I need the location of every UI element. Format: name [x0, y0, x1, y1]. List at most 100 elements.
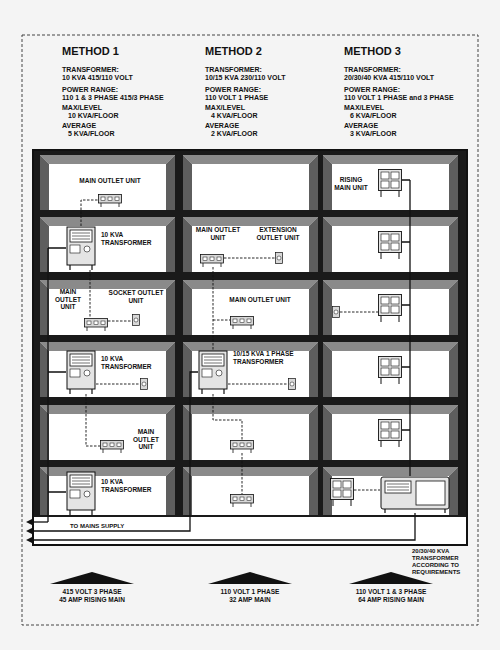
mains-supply-wire [33, 521, 48, 522]
equipment-label: 20/30/40 KVA TRANSFORMER ACCORDING TO RE… [412, 548, 470, 576]
spec-heading: MAX/LEVEL [62, 104, 102, 112]
arrowhead [26, 519, 33, 526]
rising-main-unit [331, 479, 354, 507]
extension-outlet-unit [276, 253, 283, 264]
supply-arrowheads [26, 519, 33, 544]
main-outlet-unit [201, 255, 224, 268]
spec-heading: TRANSFORMER: [344, 66, 401, 74]
arrowhead [26, 537, 33, 544]
room [183, 217, 318, 272]
equipment-label: EXTENSION OUTLET UNIT [250, 226, 306, 241]
rising-main-unit [379, 295, 402, 323]
feed-wire [354, 490, 380, 491]
spec-value: 3 KVA/FLOOR [350, 130, 397, 138]
room [40, 342, 175, 397]
spec-value: 20/30/40 KVA 415/110 VOLT [344, 74, 434, 82]
transformer [67, 472, 95, 515]
main-rating: 110 VOLT 1 & 3 PHASE 64 AMP RISING MAIN [353, 588, 429, 604]
room [323, 342, 458, 397]
rising-main-unit [379, 357, 402, 385]
transformer [67, 351, 95, 394]
feed-wire [96, 384, 140, 385]
arrowhead [26, 528, 33, 535]
room [323, 405, 458, 460]
spec-value: 10 KVA/FLOOR [68, 112, 118, 120]
room [40, 217, 175, 272]
equipment [67, 170, 449, 516]
spec-heading: AVERAGE [344, 122, 378, 130]
rising-main-unit [379, 232, 402, 260]
method-heading: METHOD 3 [344, 45, 401, 58]
feed-wire [228, 384, 288, 385]
main-outlet-unit [101, 441, 124, 454]
transformer [199, 351, 227, 394]
feed-wire [108, 321, 132, 322]
socket-outlet-unit [141, 379, 148, 390]
mains-wiring [33, 180, 415, 540]
rising-main-unit [379, 170, 402, 198]
spec-value: 5 KVA/FLOOR [68, 130, 115, 138]
transformer [381, 477, 449, 513]
feed-wire [224, 258, 275, 259]
room [183, 280, 318, 335]
mains-supply-wire [33, 372, 198, 531]
spec-value: 110 VOLT 1 PHASE [205, 94, 268, 102]
spec-value: 10 KVA 415/110 VOLT [62, 74, 133, 82]
room [40, 155, 175, 210]
socket-outlet-unit [133, 315, 140, 326]
room [323, 155, 458, 210]
room [40, 405, 175, 460]
equipment-label: MAIN OUTLET UNIT [193, 226, 243, 241]
equipment-label: 10/15 KVA 1 PHASE TRANSFORMER [233, 350, 297, 365]
spec-heading: POWER RANGE: [344, 86, 400, 94]
main-marker [50, 572, 134, 584]
room [40, 280, 175, 335]
main-outlet-unit [231, 495, 254, 508]
spec-value: 4 KVA/FLOOR [211, 112, 258, 120]
room [183, 155, 318, 210]
spec-value: 110 VOLT 1 PHASE and 3 PHASE [344, 94, 454, 102]
equipment-label: MAIN OUTLET UNIT [220, 296, 300, 304]
main-rating: 110 VOLT 1 PHASE 32 AMP MAIN [217, 588, 284, 604]
main-outlet-unit [231, 441, 254, 454]
socket-outlet-unit [333, 307, 340, 318]
feed-wiring [81, 200, 380, 494]
equipment-label: 10 KVA TRANSFORMER [101, 231, 161, 246]
feed-wire [340, 312, 378, 313]
spec-heading: MAX/LEVEL [344, 104, 384, 112]
spec-heading: TRANSFORMER: [62, 66, 119, 74]
spec-value: 10/15 KVA 230/110 VOLT [205, 74, 285, 82]
room [40, 467, 175, 515]
dashed-border [22, 35, 478, 625]
spec-value: 110 1 & 3 PHASE 415/3 PHASE [62, 94, 164, 102]
main-outlet-unit [85, 319, 108, 332]
room [323, 280, 458, 335]
spec-value: 2 KVA/FLOOR [211, 130, 258, 138]
equipment-label: MAIN OUTLET UNIT [126, 428, 166, 451]
spec-heading: AVERAGE [205, 122, 239, 130]
feed-wire [213, 320, 230, 321]
feed-wire [90, 270, 91, 318]
room [323, 467, 458, 515]
equipment-label: MAIN OUTLET UNIT [72, 177, 148, 185]
feed-wire [242, 453, 243, 494]
rising-main-unit [379, 420, 402, 448]
building-outline [33, 150, 467, 545]
rising-main-wire [402, 180, 410, 476]
rooms [40, 155, 458, 515]
transformer [67, 227, 95, 270]
main-outlet-unit [99, 195, 122, 208]
main-marker [208, 572, 292, 584]
building-structure [33, 150, 467, 517]
ground-markers [50, 572, 433, 584]
spec-heading: POWER RANGE: [205, 86, 261, 94]
method-heading: METHOD 2 [205, 45, 262, 58]
equipment-label: 10 KVA TRANSFORMER [101, 478, 161, 493]
equipment-label: RISING MAIN UNIT [333, 176, 369, 191]
feed-wire [213, 394, 242, 440]
equipment-label: MAIN OUTLET UNIT [52, 288, 84, 311]
room [183, 405, 318, 460]
room [183, 342, 318, 397]
spec-heading: AVERAGE [62, 122, 96, 130]
